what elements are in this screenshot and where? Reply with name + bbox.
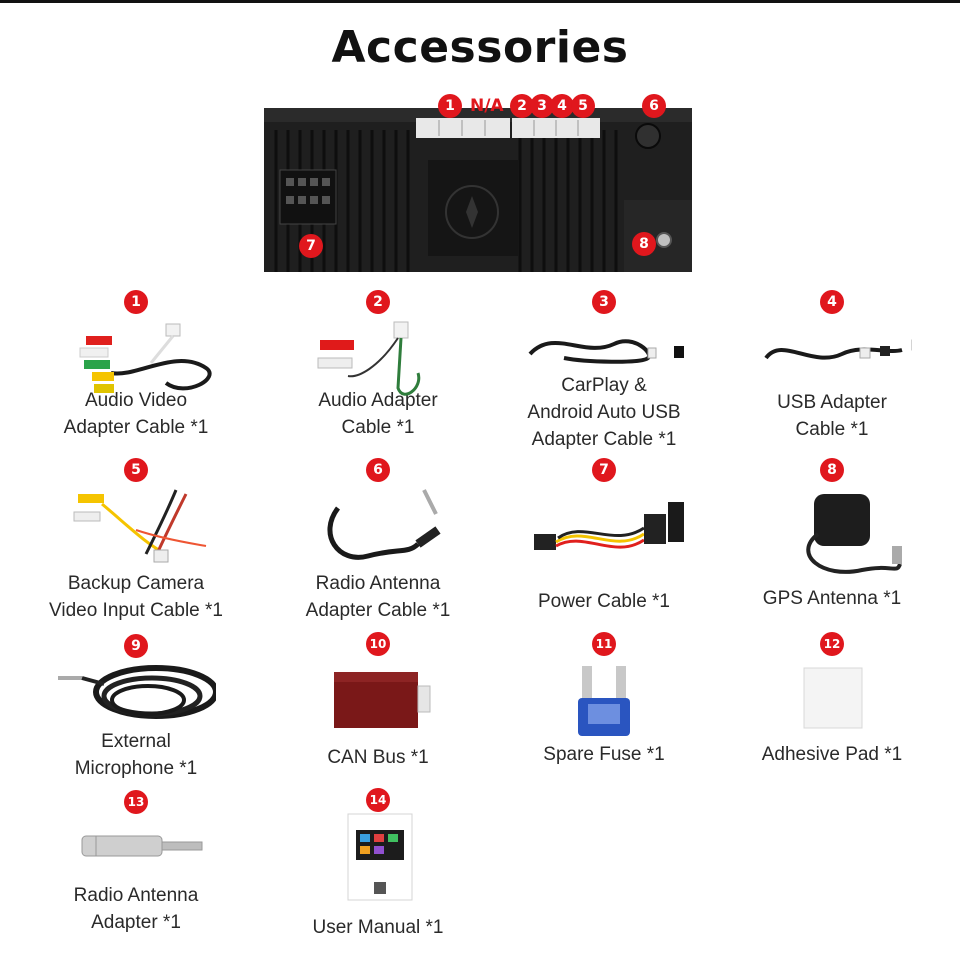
item-badge: 9 [124,634,148,658]
item-label: CAN Bus *1 [327,747,429,768]
audio-video-cable-image [79,323,212,393]
item-badge: 7 [592,458,616,482]
unit-badge-5: 5 [571,94,595,118]
item-label: USB Adapter Cable *1 [777,392,887,440]
item-badge: 3 [592,290,616,314]
item-badge: 8 [820,458,844,482]
spare-fuse-image [578,666,630,736]
item-label: Adhesive Pad *1 [761,744,903,765]
unit-label-na: N/A [470,96,504,116]
item-badge: 13 [124,790,148,814]
adhesive-pad-image [803,667,863,729]
user-manual-image [347,813,413,901]
item-label: Spare Fuse *1 [543,744,665,765]
unit-badge-6: 6 [642,94,666,118]
page-title: Accessories [331,22,629,73]
item-label: User Manual *1 [312,917,444,938]
item-badge: 4 [820,290,844,314]
unit-badge-4: 4 [550,94,574,118]
audio-adapter-cable-image [317,321,421,396]
item-badge: 5 [124,458,148,482]
power-cable-image [534,502,684,550]
item-badge: 11 [592,632,616,656]
item-label: Backup Camera Video Input Cable *1 [49,573,223,621]
unit-badge-7: 7 [299,234,323,258]
item-badge: 12 [820,632,844,656]
gps-antenna-image [806,494,902,574]
head-unit-rear-image: 1 N/A 2 3 4 5 6 7 8 [264,94,692,272]
head-unit-drawing [264,108,692,272]
item-badge: 10 [366,632,390,656]
item-badge: 2 [366,290,390,314]
radio-antenna-cable-image [327,489,441,560]
carplay-usb-cable-image [528,339,684,364]
item-label: Power Cable *1 [537,591,671,612]
item-label: Audio Video Adapter Cable *1 [63,390,209,438]
item-badge: 6 [366,458,390,482]
item-label: CarPlay & Android Auto USB Adapter Cable… [527,375,681,450]
external-microphone-image [58,665,216,719]
unit-badge-8: 8 [632,232,656,256]
unit-badge-1: 1 [438,94,462,118]
item-label: GPS Antenna *1 [762,588,902,609]
item-label: Radio Antenna Adapter *1 [73,885,199,933]
usb-adapter-cable-image [764,339,912,360]
item-label: Audio Adapter Cable *1 [318,390,438,438]
item-label: External Microphone *1 [74,731,198,779]
item-badge: 1 [124,290,148,314]
item-badge: 14 [366,788,390,812]
item-label: Radio Antenna Adapter Cable *1 [305,573,451,621]
top-border-line [0,0,960,3]
backup-camera-cable-image [73,489,207,563]
radio-antenna-adapter-image [81,835,203,857]
can-bus-image [334,672,431,728]
